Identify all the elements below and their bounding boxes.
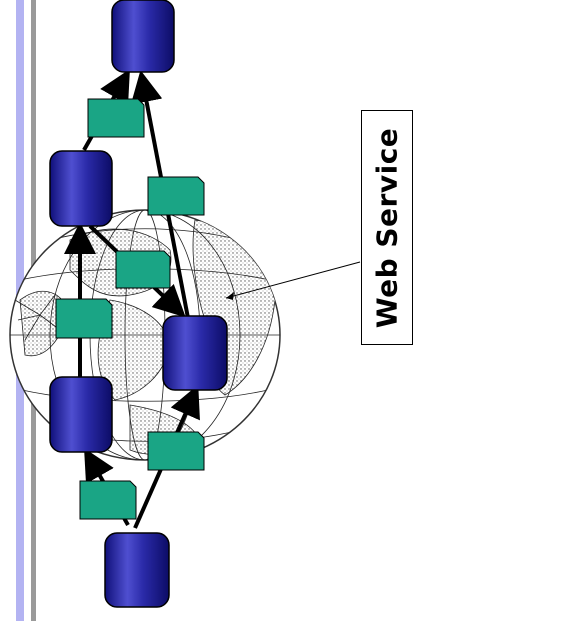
messages	[55, 98, 205, 520]
nodes	[49, 0, 228, 608]
message-document-icon	[87, 98, 145, 138]
database-node-right-middle	[162, 315, 228, 391]
message-document-icon	[79, 480, 137, 520]
message-document-icon	[115, 250, 171, 289]
database-node-left-lower	[49, 376, 113, 453]
message-document-icon	[55, 298, 113, 339]
message-document-icon	[147, 431, 205, 471]
database-node-top	[111, 0, 175, 73]
database-node-bottom	[104, 532, 170, 608]
message-document-icon	[147, 176, 205, 216]
web-service-label: Web Service	[370, 127, 404, 328]
database-node-left-upper	[49, 150, 113, 227]
web-service-callout: Web Service	[361, 110, 413, 345]
web-service-pointer-line	[225, 261, 361, 299]
web-service-pointer-tip	[226, 292, 234, 300]
